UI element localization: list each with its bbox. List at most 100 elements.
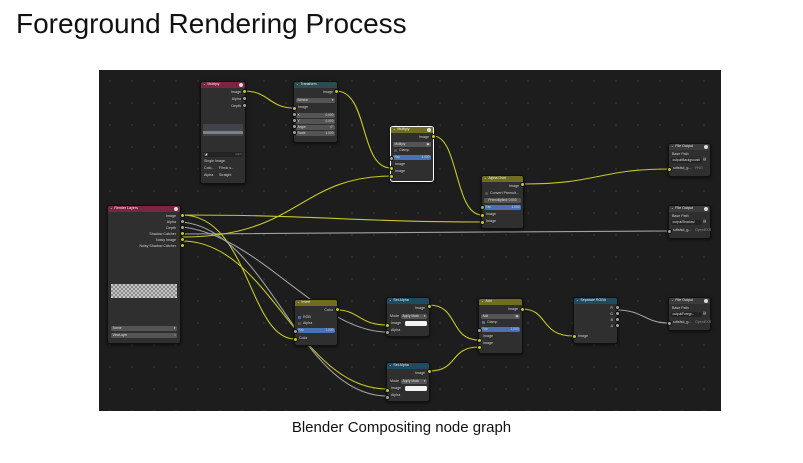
socket-input-scale[interactable] — [292, 130, 297, 135]
socket-output-a[interactable] — [615, 323, 620, 328]
node-header[interactable]: ⌄File Output — [669, 298, 710, 304]
scene-selector[interactable]: Scene▾ — [111, 326, 177, 331]
socket-output-image[interactable] — [242, 89, 247, 94]
node-file-output-3[interactable]: ⌄File Output Base Path output/Foregr... … — [668, 297, 711, 331]
node-editor-canvas[interactable]: ⌄Render Layers Image Alpha Depth Shadow … — [99, 70, 721, 411]
socket-input-image-1[interactable] — [480, 213, 485, 218]
node-header[interactable]: ⌄Render Layers — [108, 206, 180, 212]
image-color-swatch[interactable] — [405, 386, 427, 391]
socket-output-g[interactable] — [615, 311, 620, 316]
image-selector[interactable]: ◪▭▭ — [203, 152, 243, 157]
node-header[interactable]: ⌄Add — [479, 299, 522, 305]
socket-input-image[interactable] — [572, 334, 577, 339]
socket-input-alpha[interactable] — [385, 395, 390, 400]
socket-output-image[interactable] — [180, 213, 185, 218]
folder-icon[interactable]: ▤ — [703, 157, 707, 161]
socket-input-image-2[interactable] — [480, 220, 485, 225]
folder-icon[interactable]: ▤ — [703, 311, 707, 315]
filter-dropdown[interactable]: Bilinear▾ — [296, 98, 335, 103]
socket-input-fac[interactable] — [480, 205, 485, 210]
mode-dropdown[interactable]: Apply Mask▾ — [401, 379, 427, 384]
socket-output-noisy[interactable] — [180, 237, 185, 242]
image-color-swatch[interactable] — [405, 321, 427, 326]
blend-mode-dropdown[interactable]: Add▣ — [481, 314, 520, 319]
node-set-alpha-2[interactable]: ⌄Set Alpha Image Mode Apply Mask▾ Image … — [386, 362, 430, 402]
node-file-output-2[interactable]: ⌄File Output Base Path output/Shadow/ ▤ … — [668, 205, 711, 239]
convert-premult-checkbox[interactable] — [485, 192, 489, 196]
socket-input-alpha[interactable] — [385, 330, 390, 335]
base-path-input[interactable]: output/Background/ — [671, 158, 702, 163]
folder-icon[interactable]: ▤ — [703, 219, 707, 223]
socket-input-image-2[interactable] — [477, 345, 482, 350]
socket-input-fac[interactable] — [389, 156, 394, 161]
node-header[interactable]: ⌄Invert — [295, 300, 337, 306]
socket-input-image-2[interactable] — [389, 174, 394, 179]
node-header[interactable]: ⌄Set Alpha — [387, 298, 429, 304]
blend-mode-dropdown[interactable]: Multiply▣ — [393, 142, 431, 147]
node-set-alpha-1[interactable]: ⌄Set Alpha Image Mode Apply Mask▾ Image … — [386, 297, 430, 337]
socket-output-r[interactable] — [615, 305, 620, 310]
socket-input-color[interactable] — [293, 337, 298, 342]
socket-input-fac[interactable] — [477, 328, 482, 333]
socket-output-depth[interactable] — [180, 225, 185, 230]
node-render-layers[interactable]: ⌄Render Layers Image Alpha Depth Shadow … — [107, 205, 181, 344]
node-header[interactable]: ⌄Multiply — [201, 82, 245, 88]
socket-output-image[interactable] — [427, 304, 432, 309]
node-multiply-image[interactable]: ⌄Multiply Image Alpha Depth ◪▭▭ Single I… — [200, 81, 246, 184]
base-path-input[interactable]: output/Shadow/ — [671, 220, 702, 225]
node-header[interactable]: ⌄Separate RGBA — [574, 298, 617, 304]
socket-output-image[interactable] — [334, 89, 339, 94]
socket-input-image-1[interactable] — [477, 338, 482, 343]
node-file-output-1[interactable]: ⌄File Output Base Path output/Background… — [668, 143, 711, 177]
socket-output-alpha[interactable] — [242, 96, 247, 101]
socket-input-image[interactable] — [385, 323, 390, 328]
node-alpha-over[interactable]: ⌄Alpha Over Image Convert Premult... Pre… — [481, 175, 524, 229]
socket-output-color[interactable] — [335, 307, 340, 312]
socket-input-image[interactable] — [667, 229, 672, 234]
base-path-input[interactable]: output/Foregr... — [671, 312, 702, 317]
node-header[interactable]: ⌄Multiply — [391, 127, 433, 133]
premultiplied-slider[interactable]: Premultiplied: 0.000 — [484, 198, 521, 203]
socket-output-shadow[interactable] — [180, 231, 185, 236]
view-layer-selector[interactable]: ViewLayer▪ — [111, 333, 177, 338]
socket-input-image[interactable] — [292, 106, 297, 111]
socket-output-image[interactable] — [427, 369, 432, 374]
socket-input-x[interactable] — [292, 112, 297, 117]
clamp-checkbox[interactable] — [482, 321, 486, 325]
node-header[interactable]: ⌄Set Alpha — [387, 363, 429, 369]
rgb-checkbox[interactable] — [298, 316, 302, 320]
socket-output-b[interactable] — [615, 317, 620, 322]
socket-input-image[interactable] — [667, 321, 672, 326]
socket-output-noisy-shadow[interactable] — [180, 243, 185, 248]
socket-input-fac[interactable] — [293, 329, 298, 334]
socket-output-alpha[interactable] — [180, 219, 185, 224]
socket-input-angle[interactable] — [292, 124, 297, 129]
socket-output-image[interactable] — [520, 307, 525, 312]
socket-input-image-1[interactable] — [389, 166, 394, 171]
socket-input-image[interactable] — [385, 388, 390, 393]
node-header[interactable]: ⌄File Output — [669, 206, 710, 212]
node-separate-rgba[interactable]: ⌄Separate RGBA R G B A Image — [573, 297, 618, 344]
node-header[interactable]: ⌄Transform — [294, 82, 337, 88]
socket-input-y[interactable] — [292, 118, 297, 123]
node-header[interactable]: ⌄File Output — [669, 144, 710, 150]
socket-output-image[interactable] — [520, 182, 525, 187]
socket-input-image[interactable] — [667, 167, 672, 172]
mode-dropdown[interactable]: Apply Mask▾ — [401, 314, 427, 319]
socket-output-depth[interactable] — [242, 103, 247, 108]
alpha-checkbox[interactable] — [298, 322, 302, 326]
node-header[interactable]: ⌄Alpha Over — [482, 176, 523, 182]
clamp-checkbox[interactable] — [394, 149, 398, 153]
